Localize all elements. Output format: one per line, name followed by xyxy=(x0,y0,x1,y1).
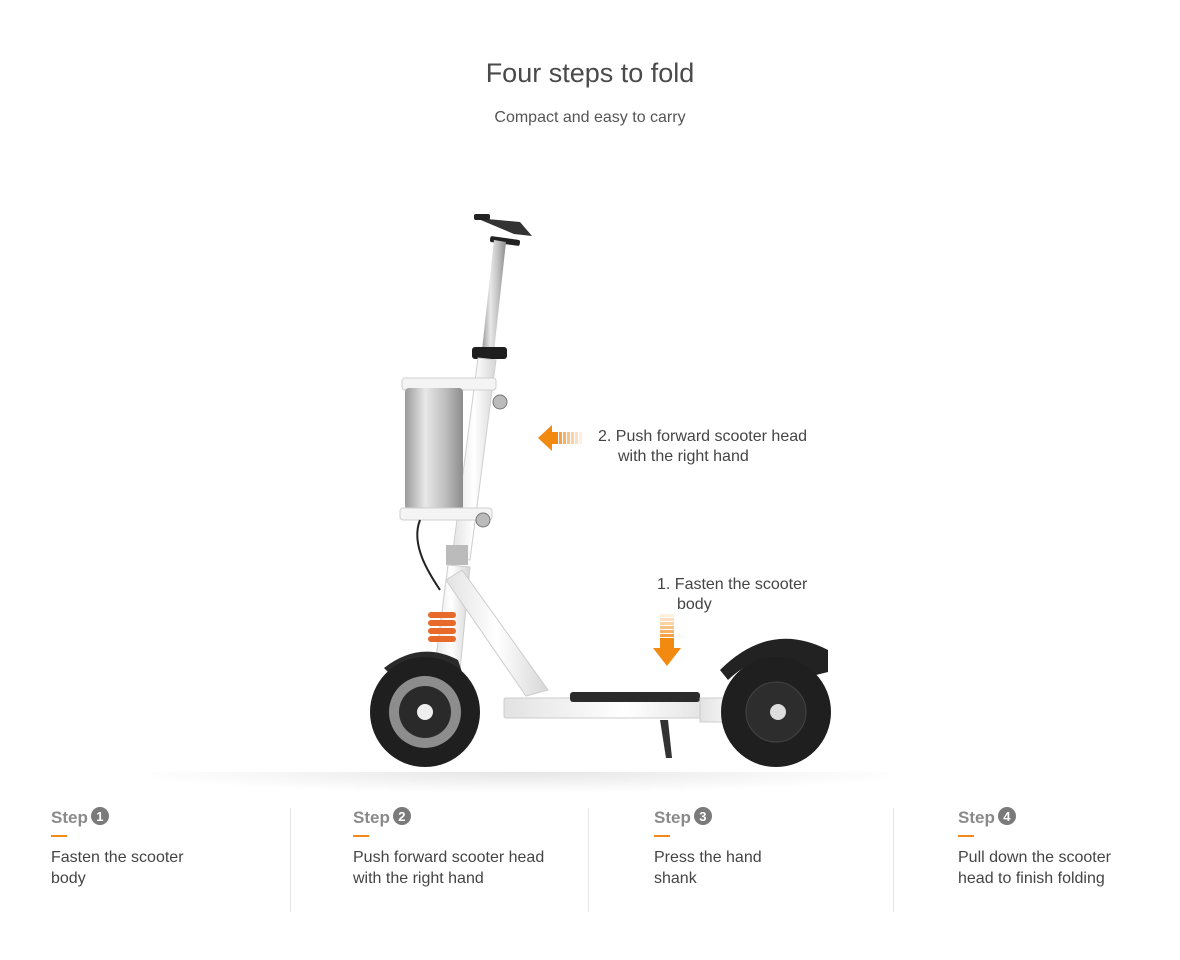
arrow-left-icon xyxy=(538,425,582,451)
steps-row: Step 1 Fasten the scooter body Step 2 Pu… xyxy=(0,807,1180,912)
step-1-accent-bar xyxy=(51,835,67,837)
scooter-image xyxy=(370,214,831,767)
step-3-number-icon: 3 xyxy=(693,807,712,825)
step-3-text-line2: shank xyxy=(654,870,697,887)
page-title: Four steps to fold xyxy=(485,58,695,88)
step-2-text-line2: with the right hand xyxy=(353,870,484,887)
step-3-label: Step xyxy=(654,808,691,827)
step-divider xyxy=(588,808,589,912)
step-1-number-icon: 1 xyxy=(90,807,109,825)
step-divider xyxy=(290,808,291,912)
step-4-text-line1: Pull down the scooter xyxy=(958,849,1111,866)
step-3: Step 3 Press the hand shank xyxy=(654,807,884,912)
annotation-step-1: 1. Fasten the scooter body xyxy=(657,575,807,615)
step-2-label: Step xyxy=(353,808,390,827)
annotation-2-line2: with the right hand xyxy=(618,448,749,465)
step-divider xyxy=(893,808,894,912)
step-2: Step 2 Push forward scooter head with th… xyxy=(353,807,583,912)
annotation-1-line2: body xyxy=(677,596,712,613)
step-2-accent-bar xyxy=(353,835,369,837)
step-4-label: Step xyxy=(958,808,995,827)
step-4-text-line2: head to finish folding xyxy=(958,870,1105,887)
step-1: Step 1 Fasten the scooter body xyxy=(51,807,281,912)
step-4: Step 4 Pull down the scooter head to fin… xyxy=(958,807,1168,912)
annotation-1-line1: 1. Fasten the scooter xyxy=(657,576,808,593)
step-2-number-icon: 2 xyxy=(392,807,411,825)
step-4-number-icon: 4 xyxy=(997,807,1016,825)
step-1-text-line1: Fasten the scooter xyxy=(51,849,184,866)
arrow-down-icon xyxy=(653,614,681,666)
step-2-text-line1: Push forward scooter head xyxy=(353,849,545,866)
annotation-2-line1: 2. Push forward scooter head xyxy=(598,428,808,445)
step-1-label: Step xyxy=(51,808,88,827)
step-3-accent-bar xyxy=(654,835,670,837)
page-subtitle: Compact and easy to carry xyxy=(494,109,686,126)
step-1-text-line2: body xyxy=(51,870,86,887)
annotation-step-2: 2. Push forward scooter head with the ri… xyxy=(598,427,807,467)
step-3-text-line1: Press the hand xyxy=(654,849,762,866)
floor-shadow xyxy=(150,772,890,792)
step-4-accent-bar xyxy=(958,835,974,837)
